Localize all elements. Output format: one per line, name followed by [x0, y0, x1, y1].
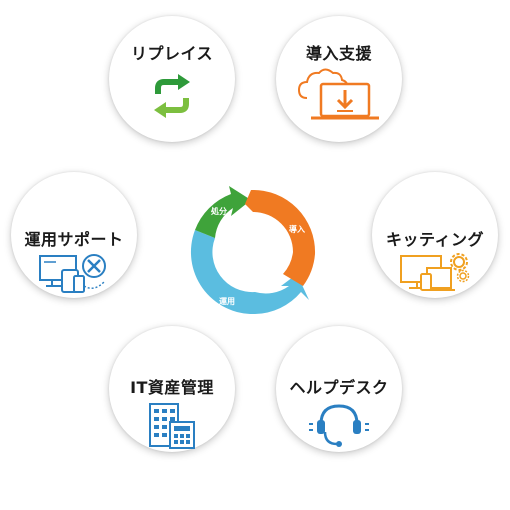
helpdesk-node[interactable]: ヘルプデスク	[276, 326, 402, 452]
operation-segment	[190, 230, 255, 315]
headset-icon	[307, 400, 371, 454]
disposal-segment-label: 処分	[210, 206, 227, 216]
it-asset-management-label: IT資産管理	[130, 378, 214, 397]
recycle-arrows-icon	[148, 72, 196, 124]
disposal-segment	[195, 186, 251, 238]
operation-support-node[interactable]: 運用サポート	[11, 172, 137, 298]
cloud-download-laptop-icon	[297, 68, 381, 128]
helpdesk-label: ヘルプデスク	[289, 378, 389, 397]
operation-segment-label: 運用	[219, 296, 235, 306]
replace-node[interactable]: リプレイス	[109, 16, 235, 142]
intro-support-node[interactable]: 導入支援	[276, 16, 402, 142]
lifecycle-ring: 処分 導入 運用	[190, 186, 316, 315]
building-calculator-icon	[144, 400, 200, 454]
intro-segment	[245, 189, 316, 286]
it-asset-management-node[interactable]: IT資産管理	[109, 326, 235, 452]
devices-tools-icon	[38, 252, 110, 300]
devices-gear-icon	[399, 252, 471, 300]
replace-label: リプレイス	[130, 44, 214, 63]
intro-support-label: 導入支援	[305, 44, 372, 63]
kitting-label: キッティング	[385, 230, 485, 249]
operation-support-label: 運用サポート	[24, 230, 124, 249]
intro-segment-label: 導入	[289, 224, 305, 234]
operation-segment-arrow	[255, 274, 309, 314]
kitting-node[interactable]: キッティング	[372, 172, 498, 298]
